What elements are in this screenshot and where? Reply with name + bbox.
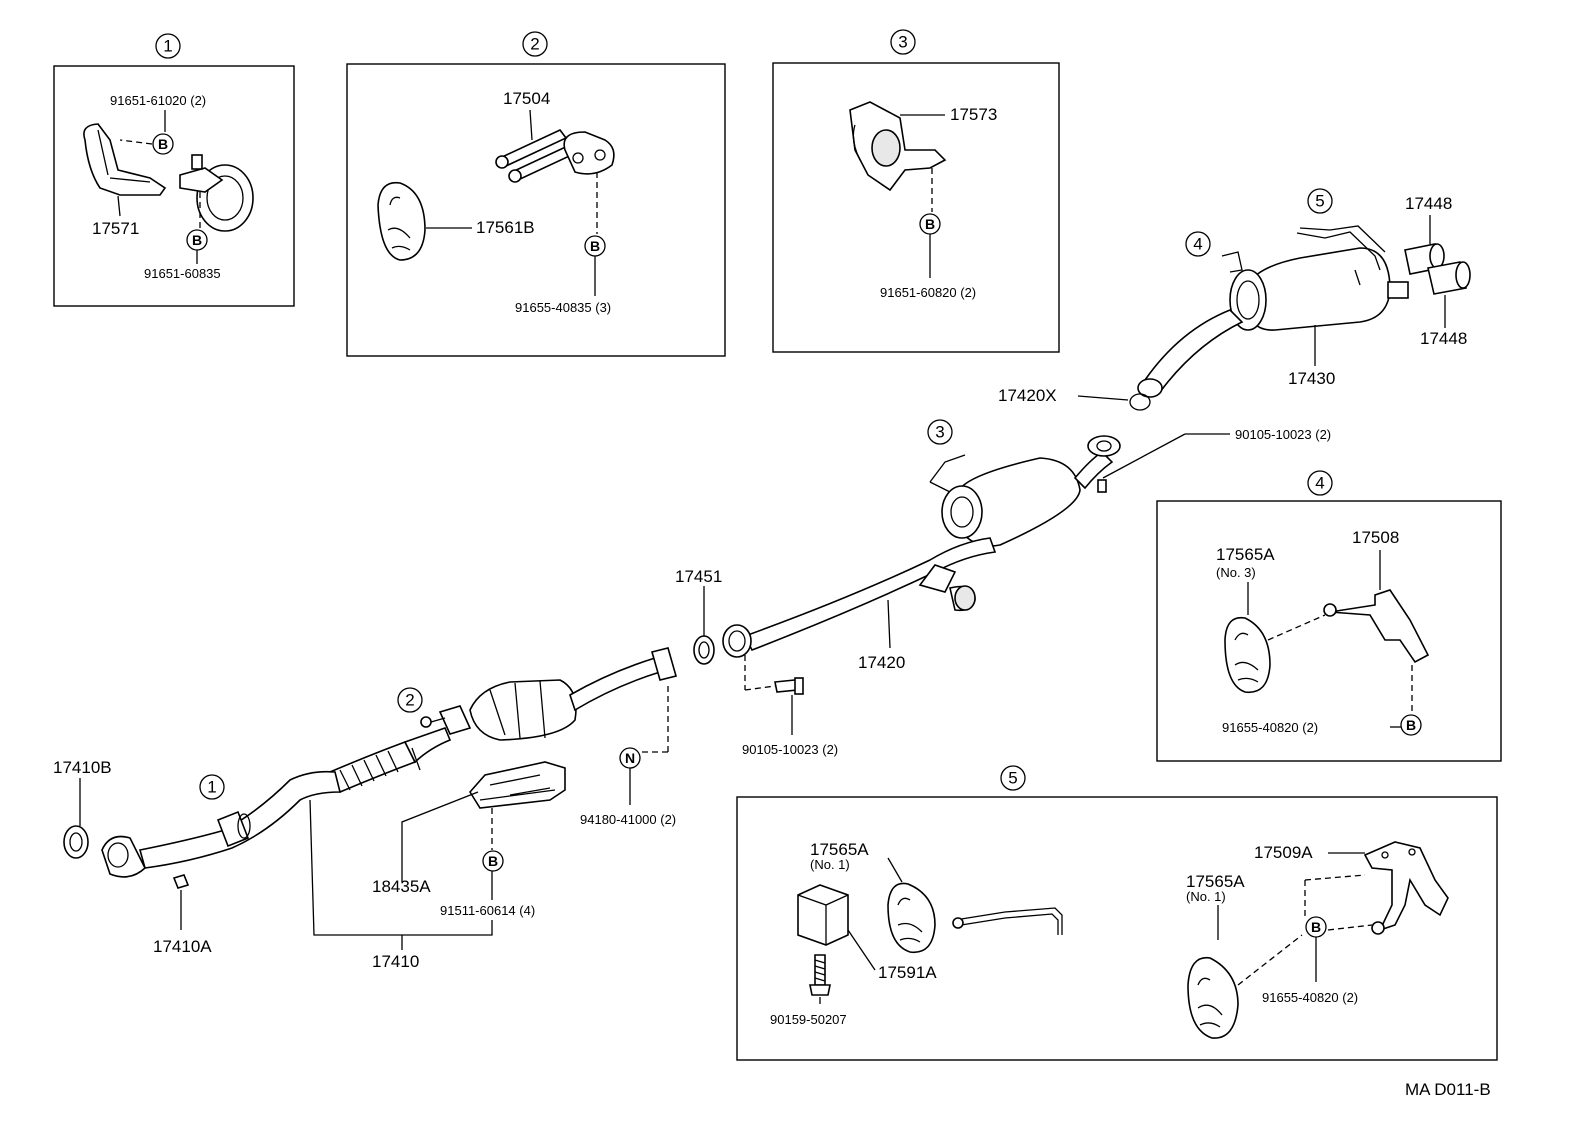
callout-5-rear: 5 (1315, 192, 1324, 211)
gasket-17410b (63, 825, 89, 859)
inset-2-bolt-a-label: 17504 (503, 89, 550, 108)
svg-text:B: B (1406, 717, 1416, 733)
front-pipe-assembly: 2 1 17410B 17410A (53, 647, 677, 971)
catalytic-converter (469, 679, 577, 741)
inset-1-number: 1 (163, 37, 172, 56)
svg-text:B: B (925, 216, 935, 232)
center-pipe-17420 (743, 537, 997, 652)
inset-1: 1 91651-61020 (2) B 17571 B 91651-60835 (53, 33, 295, 307)
inset-1-bolt2-label: 91651-60835 (144, 266, 221, 281)
inset-5-number: 5 (1008, 769, 1017, 788)
inset-4-bolt-label: 91655-40820 (2) (1222, 720, 1318, 735)
svg-text:B: B (158, 136, 168, 152)
muffler-label: 17430 (1288, 369, 1335, 388)
gasket-17451 (693, 635, 715, 665)
inset-4-hanger-label: 17565A (1216, 545, 1275, 564)
callout-4-rear: 4 (1193, 235, 1202, 254)
inset-2-hanger-label: 17561B (476, 218, 535, 237)
gasket-a-label: 17410A (153, 937, 212, 956)
center-pipe-assembly: 3 90105-10023 (2) 17420 90105-10023 (2) (675, 419, 1331, 757)
heat-insulator-18435a (469, 761, 566, 809)
bracket-17509a (1363, 841, 1449, 935)
inset-4: 4 17565A (No. 3) 17508 B 91655-40820 (2) (1156, 470, 1502, 762)
rear-muffler-assembly: 4 5 17448 17448 17420X 1743 (998, 188, 1471, 411)
inset-4-bracket-label: 17508 (1352, 528, 1399, 547)
muffler-17430 (1244, 247, 1391, 331)
rubber-hanger-no1-b (1187, 956, 1239, 1039)
inset-5-box (736, 796, 1498, 1061)
tail-pipe-b-label: 17448 (1420, 329, 1467, 348)
callout-3-main: 3 (935, 423, 944, 442)
inset-2-box (346, 63, 726, 357)
inset-3-number: 3 (898, 33, 907, 52)
nut-label: 94180-41000 (2) (580, 812, 676, 827)
inset-5-bolt-label: 90159-50207 (770, 1012, 847, 1027)
inset-5-hanger2-label: 17565A (1186, 872, 1245, 891)
inset-3: 3 17573 B 91651-60820 (2) (772, 29, 1060, 353)
inset-4-box (1156, 500, 1502, 762)
inset-2: 2 17504 B 91655-40835 (3) 17561B (346, 31, 726, 357)
inset-4-number: 4 (1315, 474, 1324, 493)
heat-insulator-label: 18435A (372, 877, 431, 896)
tail-pipe-a-label: 17448 (1405, 194, 1452, 213)
flex-pipe (328, 741, 417, 794)
callout-2-main: 2 (405, 691, 414, 710)
front-pipe-label: 17410 (372, 952, 419, 971)
inset-5-bracket-label: 17509A (1254, 843, 1313, 862)
tail-pipe-17448-a (1404, 243, 1445, 275)
rubber-block-17591a (797, 884, 849, 946)
bracket-17573 (849, 101, 947, 192)
callout-1-main: 1 (207, 778, 216, 797)
inset-3-box (772, 62, 1060, 353)
figure-code: MA D011-B (1405, 1080, 1491, 1099)
inset-3-bolt-label: 91651-60820 (2) (880, 285, 976, 300)
svg-text:B: B (590, 238, 600, 254)
inset-3-bracket-label: 17573 (950, 105, 997, 124)
inset-5-bolt2-label: 91655-40820 (2) (1262, 990, 1358, 1005)
center-pipe-label: 17420 (858, 653, 905, 672)
inset-4-hanger-sub: (No. 3) (1216, 565, 1256, 580)
tail-pipe-17448-b (1427, 261, 1471, 295)
rubber-hanger-17561b (377, 181, 426, 261)
clamp (179, 154, 254, 232)
nut-17410a (172, 874, 190, 889)
rubber-hanger-no3 (1224, 616, 1271, 694)
inset-5-hanger-sub: (No. 1) (810, 857, 850, 872)
svg-text:B: B (1311, 919, 1321, 935)
inset-2-bolt-label: 91655-40835 (3) (515, 300, 611, 315)
hanger-plate (563, 131, 615, 175)
bracket-17571 (83, 123, 167, 196)
rubber-hanger-no1-a (887, 882, 936, 954)
svg-text:B: B (488, 853, 498, 869)
bolt-mid-label: 90105-10023 (2) (742, 742, 838, 757)
bracket-17508 (1323, 589, 1430, 664)
inset-1-bolt-label: 91651-61020 (2) (110, 93, 206, 108)
inset-5-hanger2-sub: (No. 1) (1186, 889, 1226, 904)
svg-text:N: N (625, 750, 635, 766)
gasket-451-label: 17451 (675, 567, 722, 586)
inset-5: 5 17565A (No. 1) 17591A 90159-50207 1756… (736, 765, 1498, 1061)
inset-5-block-label: 17591A (878, 963, 937, 982)
bolt-insulator-label: 91511-60614 (4) (440, 903, 535, 918)
inset-1-box (53, 65, 295, 307)
inset-1-bracket-label: 17571 (92, 219, 139, 238)
bolt-top-label: 90105-10023 (2) (1235, 427, 1331, 442)
inset-5-hanger-label: 17565A (810, 840, 869, 859)
gasket-b-label: 17410B (53, 758, 112, 777)
gasket-x-label: 17420X (998, 386, 1057, 405)
svg-text:B: B (192, 232, 202, 248)
inset-2-number: 2 (530, 35, 539, 54)
